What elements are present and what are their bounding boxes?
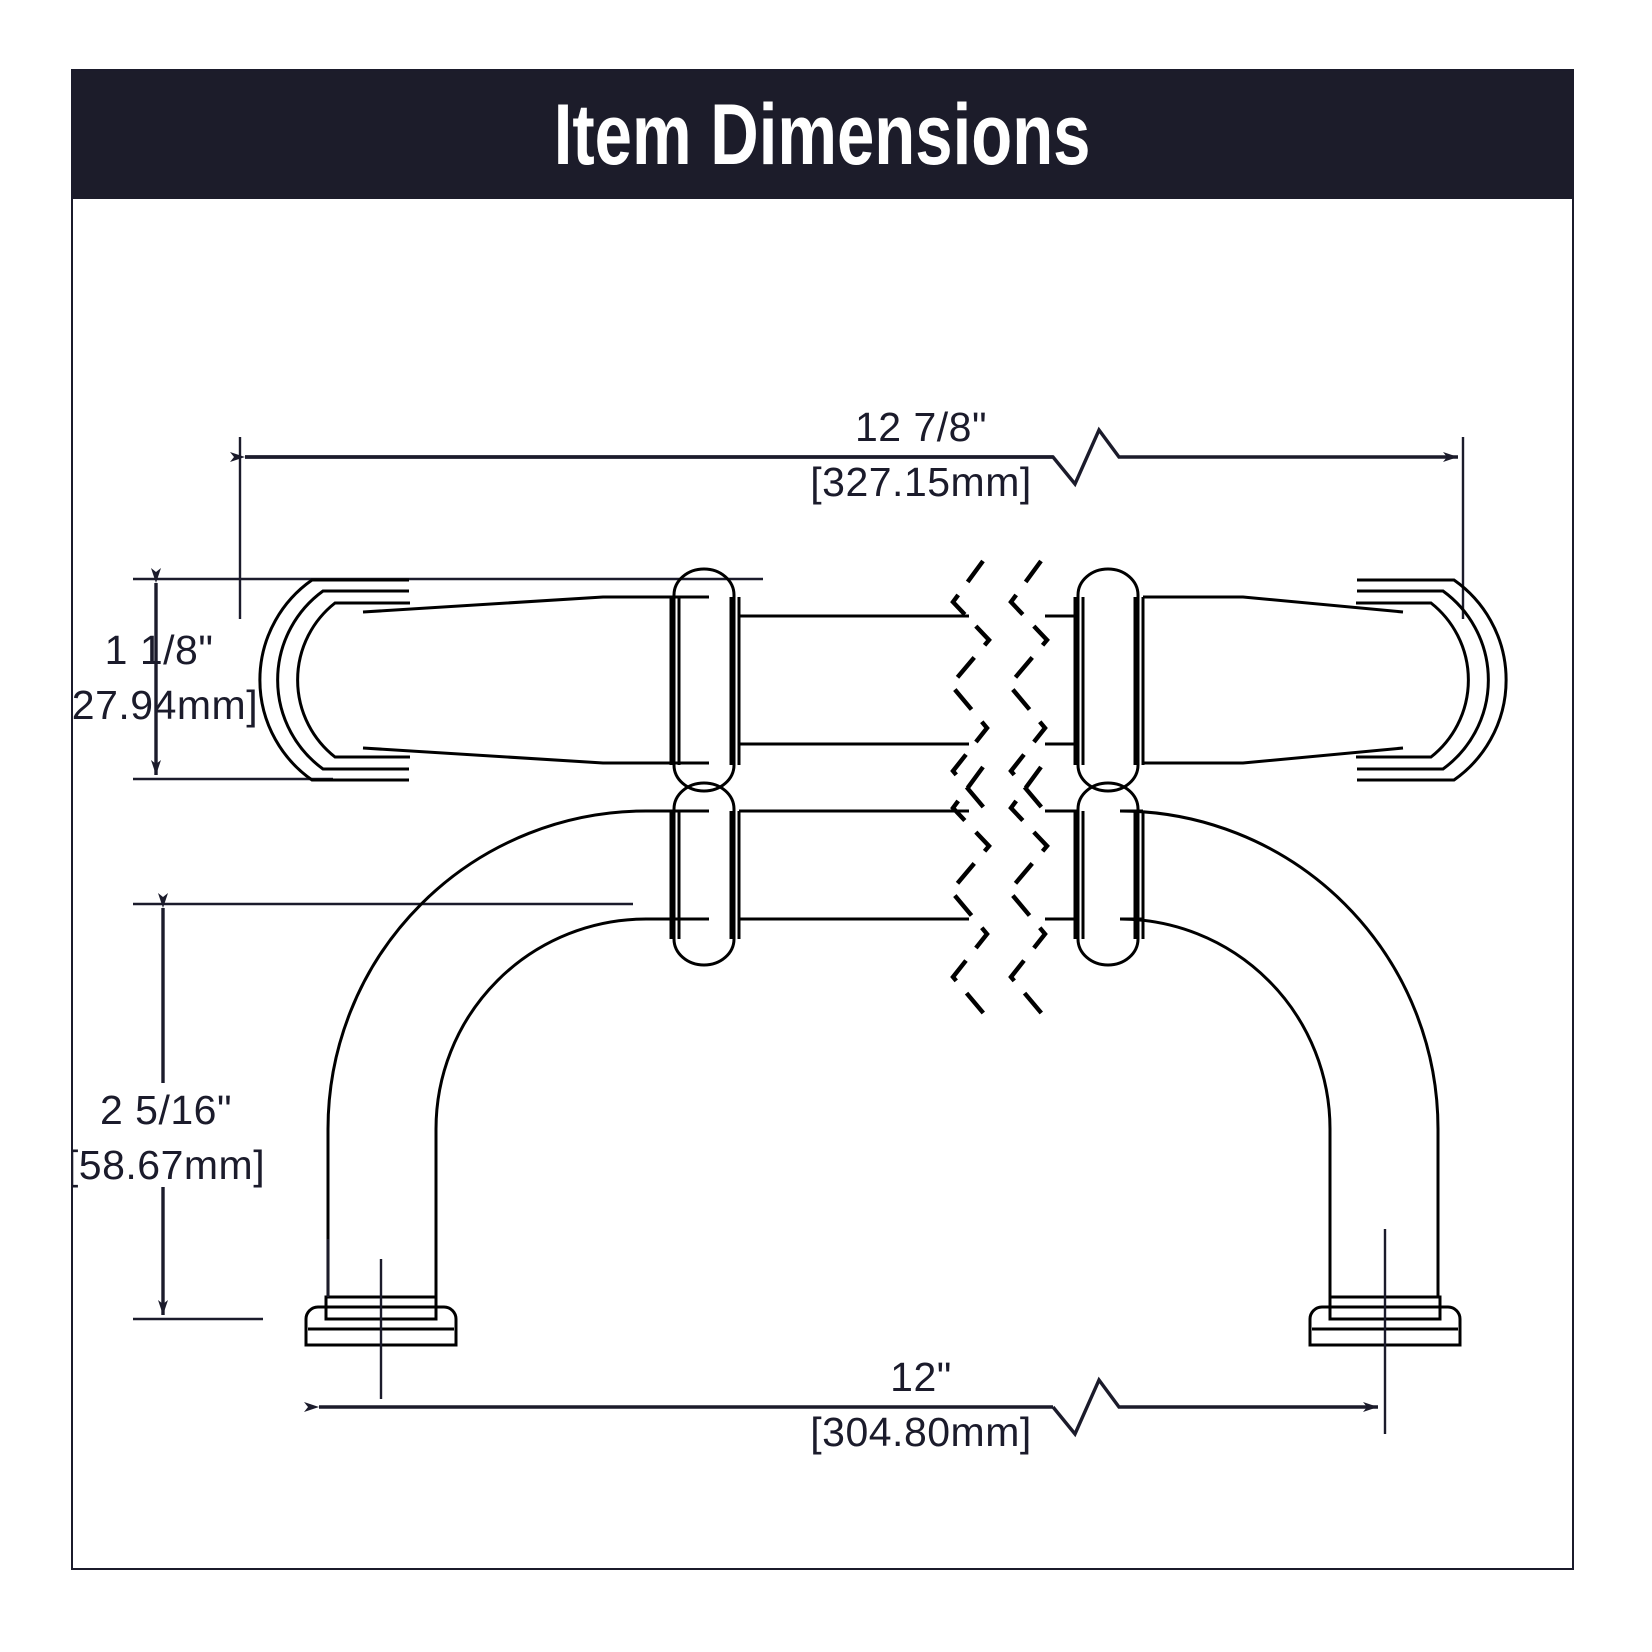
overall-length-inches: 12 7/8" — [855, 404, 987, 450]
right-base-mid-ring — [1357, 589, 1490, 771]
handle-thickness-inches: 1 1/8" — [105, 627, 214, 673]
ctc-mm: [304.80mm] — [810, 1409, 1032, 1455]
projection-inches: 2 5/16" — [100, 1087, 232, 1133]
left-collar-body — [672, 567, 736, 793]
projection-mm: [58.67mm] — [73, 1142, 265, 1188]
handle-thickness-dimension: 1 1/8" [27.94mm] — [73, 568, 763, 781]
center-to-center-dimension: 12" [304.80mm] — [304, 1354, 1378, 1455]
handle-thickness-mm: [27.94mm] — [73, 682, 258, 728]
side-profile-view — [258, 559, 1508, 811]
left-collar — [669, 567, 741, 793]
technical-drawing: 12 7/8" [327.15mm] 1 1/8" [27.94mm] — [73, 404, 1508, 1455]
left-collar-front-body — [672, 781, 736, 967]
break-line-right — [1006, 559, 1050, 811]
page-title: Item Dimensions — [554, 87, 1091, 183]
right-foot-lower-flange — [1308, 1305, 1462, 1347]
break-line-left — [948, 559, 992, 811]
left-stem-inner — [434, 917, 709, 1297]
right-foot-upper-step — [1328, 1295, 1442, 1321]
left-barrel-taper — [362, 595, 709, 614]
left-foot-lower-flange — [304, 1305, 458, 1347]
left-foot-upper-step — [324, 1295, 438, 1321]
break-line-right-front — [1006, 765, 1050, 1017]
overall-length-mm: [327.15mm] — [810, 459, 1032, 505]
right-base-inner-ring — [1356, 601, 1470, 759]
overall-length-dimension: 12 7/8" [327.15mm] — [230, 404, 1465, 619]
right-base-outer-ring — [1357, 578, 1508, 782]
right-collar — [1073, 567, 1145, 793]
drawing-frame: Item Dimensions 12 7/8" — [71, 69, 1574, 1570]
right-stem-outer — [1119, 809, 1440, 1297]
break-line-left-front — [948, 765, 992, 1017]
title-bar: Item Dimensions — [73, 71, 1572, 199]
projection-height-dimension: 2 5/16" [58.67mm] — [73, 893, 633, 1321]
left-base-outer-ring — [258, 578, 409, 782]
right-barrel-taper-lower — [1143, 746, 1404, 765]
left-stem-outer — [326, 809, 709, 1297]
ctc-inches: 12" — [890, 1354, 952, 1400]
left-base-mid-ring — [276, 589, 409, 771]
ctc-break-zigzag — [1051, 1376, 1378, 1438]
front-elevation-view — [304, 765, 1462, 1434]
right-barrel-taper — [1143, 595, 1404, 614]
left-base-inner-ring — [296, 601, 410, 759]
left-barrel-taper-lower — [362, 746, 709, 765]
right-collar-front-body — [1076, 781, 1140, 967]
right-stem-inner — [1119, 917, 1332, 1297]
right-collar-body — [1076, 567, 1140, 793]
